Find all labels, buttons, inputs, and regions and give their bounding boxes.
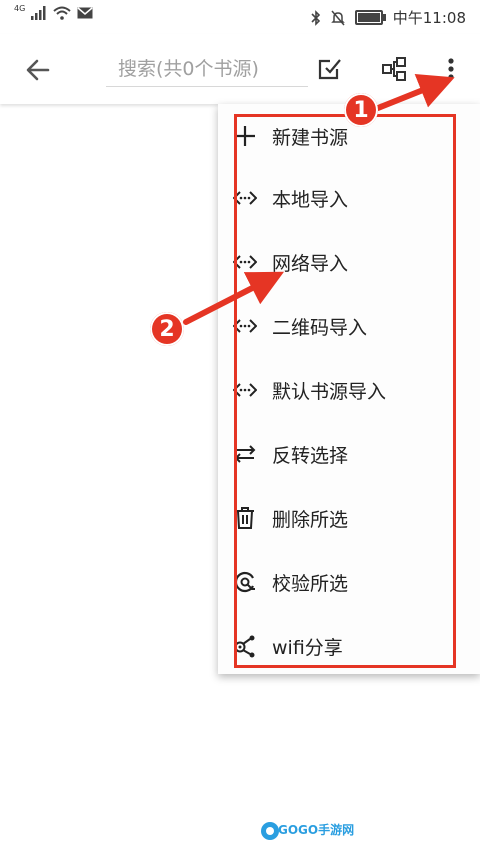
clock: 中午11:08 xyxy=(392,9,466,27)
menu-item-qrcode-import[interactable]: 二维码导入 xyxy=(218,294,480,358)
status-bar: 4G 中午11:08 xyxy=(0,0,480,34)
arrow-to-more-menu xyxy=(375,73,455,111)
menu-item-label: wifi分享 xyxy=(272,636,343,659)
trash-icon xyxy=(236,507,254,529)
battery-icon xyxy=(354,10,386,25)
arrow-to-network-import xyxy=(183,271,285,325)
menu-item-label: 二维码导入 xyxy=(272,316,368,339)
watermark-logo-icon xyxy=(261,822,279,840)
group-tree-icon[interactable] xyxy=(381,56,407,82)
status-bar-left: 4G xyxy=(14,3,93,20)
select-all-icon[interactable] xyxy=(317,56,343,82)
step-badge-2: 2 xyxy=(150,312,184,346)
app-toolbar xyxy=(0,34,480,104)
mute-bell-icon xyxy=(330,10,345,25)
mail-icon xyxy=(77,7,93,19)
menu-item-label: 删除所选 xyxy=(272,508,349,531)
menu-item-label: 默认书源导入 xyxy=(272,380,387,403)
menu-item-delete-selected[interactable]: 删除所选 xyxy=(218,486,480,550)
menu-item-invert-selection[interactable]: 反转选择 xyxy=(218,422,480,486)
menu-item-new-source[interactable]: 新建书源 xyxy=(218,104,480,168)
menu-item-default-import[interactable]: 默认书源导入 xyxy=(218,358,480,422)
menu-item-wifi-share[interactable]: wifi分享 xyxy=(218,614,480,678)
step-badge-1: 1 xyxy=(344,93,378,127)
back-arrow-icon[interactable] xyxy=(24,56,52,84)
watermark-text: GOGO手游网 xyxy=(278,823,355,837)
wifi-icon xyxy=(53,6,71,20)
signal-icon xyxy=(31,6,46,20)
plus-icon xyxy=(235,126,255,146)
share-icon xyxy=(234,635,255,658)
menu-item-label: 网络导入 xyxy=(272,252,349,275)
menu-item-label: 反转选择 xyxy=(272,444,349,467)
network-type: 4G xyxy=(14,3,26,13)
menu-item-label: 新建书源 xyxy=(272,126,349,149)
menu-item-label: 本地导入 xyxy=(272,188,349,211)
search-input[interactable] xyxy=(106,52,308,87)
overflow-menu: 新建书源 本地导入 网络导入 二维码导入 默认书源导入 xyxy=(218,104,480,674)
status-bar-right: 中午11:08 xyxy=(311,7,466,28)
bluetooth-icon xyxy=(311,9,320,26)
menu-item-label: 校验所选 xyxy=(272,572,349,595)
